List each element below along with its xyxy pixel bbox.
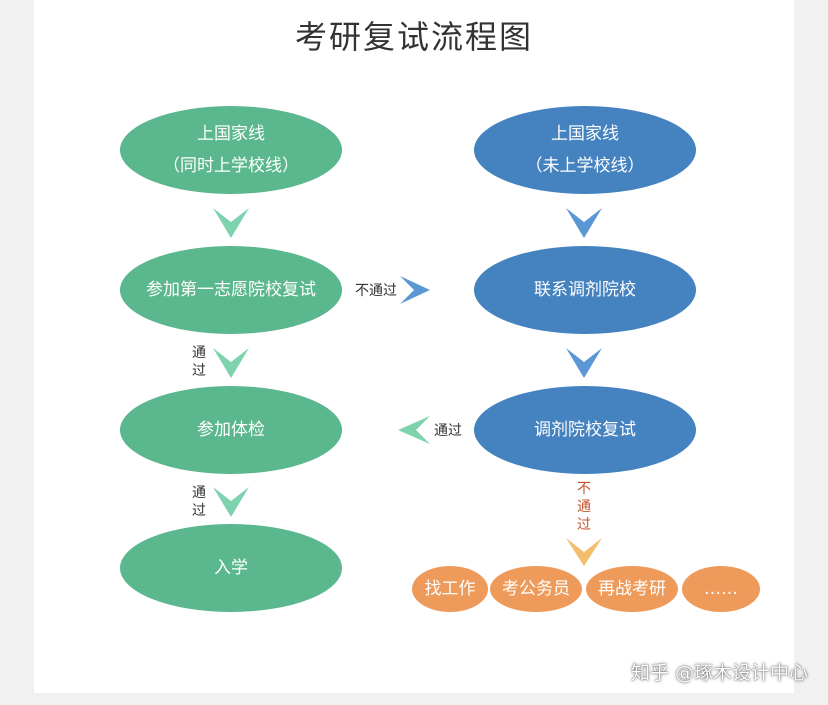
label-fail-down: 不通过: [577, 481, 591, 533]
node-text: 考公务员: [502, 579, 570, 599]
label-pass-2: 通过: [192, 485, 206, 519]
arrow-right-icon: [400, 276, 430, 304]
arrow-down-icon: [213, 487, 249, 517]
node-line2: （未上学校线）: [525, 156, 645, 176]
node-enroll: 入学: [120, 524, 342, 612]
node-outcome-civil-service: 考公务员: [490, 566, 582, 612]
label-pass-left: 通过: [434, 423, 462, 439]
node-outcome-find-job: 找工作: [412, 566, 488, 612]
node-text: 入学: [214, 558, 248, 578]
node-line2: （同时上学校线）: [163, 156, 299, 176]
node-national-line-without-school-line: 上国家线 （未上学校线）: [474, 106, 696, 194]
arrow-down-icon: [213, 208, 249, 238]
node-text: 找工作: [424, 579, 476, 599]
node-physical-exam: 参加体检: [120, 386, 342, 474]
node-outcome-retry-exam: 再战考研: [586, 566, 678, 612]
node-text: ……: [704, 579, 738, 599]
watermark: 知乎 @琢木设计中心: [630, 662, 808, 684]
node-line1: 上国家线: [551, 124, 619, 144]
node-adjust-school-retest: 调剂院校复试: [474, 386, 696, 474]
arrow-down-icon: [566, 538, 602, 566]
arrow-down-icon: [566, 348, 602, 378]
node-text: 参加体检: [197, 420, 265, 440]
node-line1: 上国家线: [197, 124, 265, 144]
node-text: 参加第一志愿院校复试: [146, 280, 316, 300]
label-pass-1: 通过: [192, 345, 206, 379]
node-text: 再战考研: [598, 579, 666, 599]
arrow-down-icon: [213, 348, 249, 378]
arrow-down-icon: [566, 208, 602, 238]
node-contact-adjust-school: 联系调剂院校: [474, 246, 696, 334]
node-text: 联系调剂院校: [534, 280, 636, 300]
arrow-left-icon: [398, 416, 430, 444]
node-first-choice-retest: 参加第一志愿院校复试: [120, 246, 342, 334]
node-text: 调剂院校复试: [534, 420, 636, 440]
node-outcome-etc: ……: [682, 566, 760, 612]
diagram-title: 考研复试流程图: [294, 18, 533, 56]
label-fail-right: 不通过: [355, 283, 397, 299]
node-national-line-with-school-line: 上国家线 （同时上学校线）: [120, 106, 342, 194]
